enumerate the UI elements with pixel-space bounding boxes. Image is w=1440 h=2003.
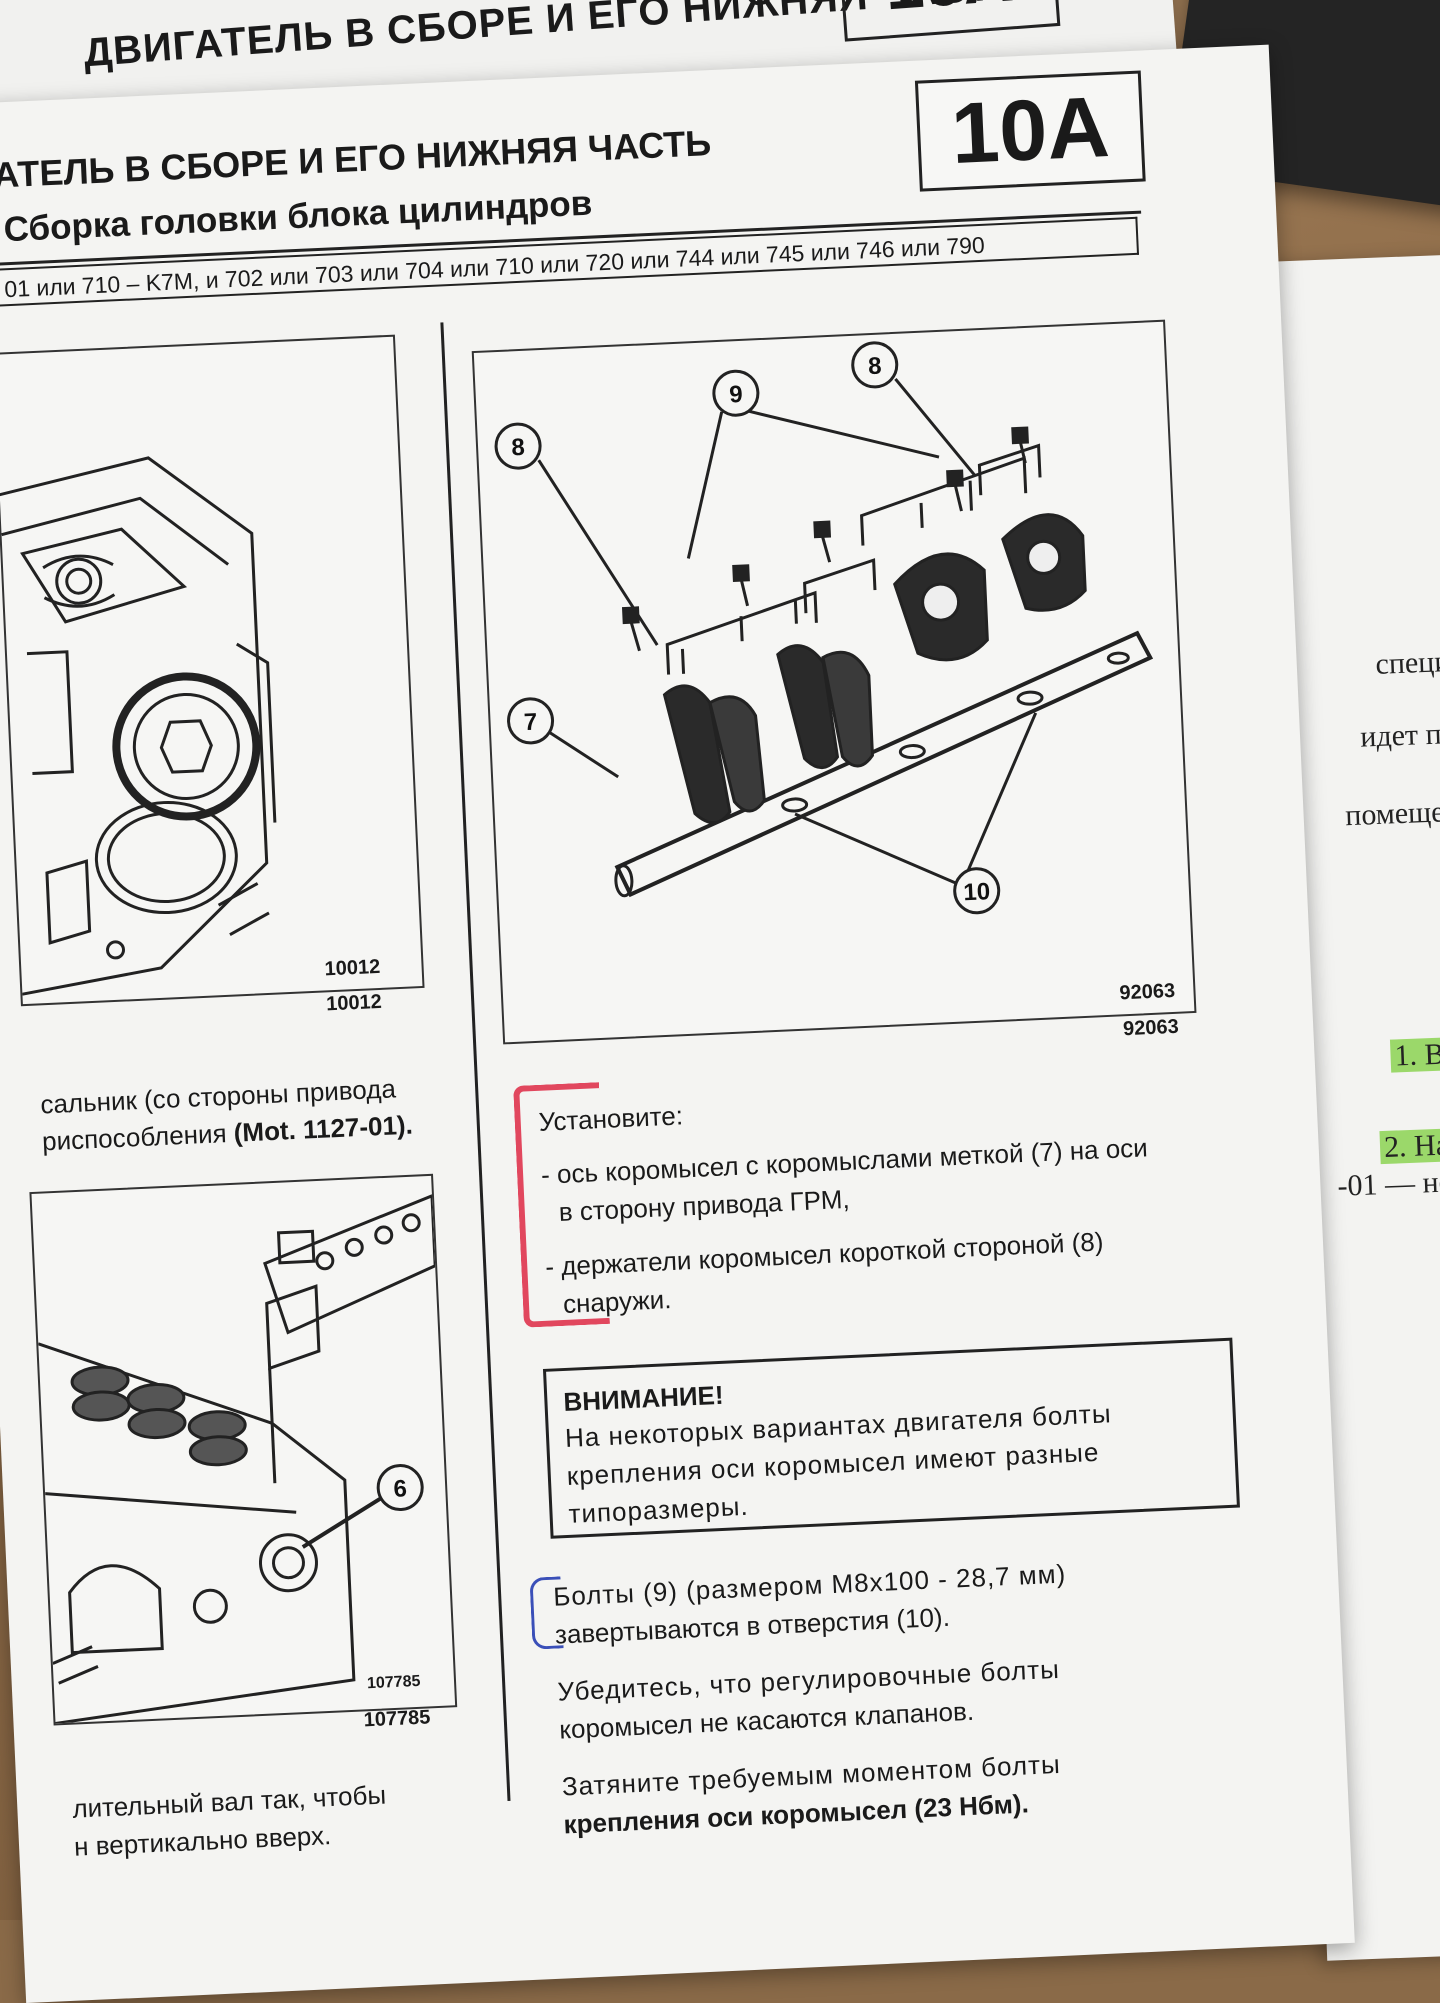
figure-rocker-shaft: 8 9 8 7 10 — [471, 319, 1197, 1045]
callout-8-right: 8 — [868, 353, 883, 381]
callout-7: 7 — [523, 709, 538, 737]
section-code: 10A — [949, 79, 1112, 183]
side-line: -01 — не — [1336, 1165, 1440, 1203]
figure-ref: 92063 — [1122, 1015, 1180, 1041]
side-line: специ — [1374, 645, 1440, 681]
callout-9: 9 — [729, 381, 744, 409]
cylinder-head-illustration — [0, 456, 277, 996]
figure-ref-small: 10012 — [324, 955, 381, 981]
side-line-highlight: 1. В — [1389, 1037, 1440, 1073]
install-item2-line1: - держатели коромысел короткой стороной … — [544, 1226, 1105, 1282]
callout-8-left: 8 — [511, 434, 526, 462]
page-title: АТЕЛЬ В СБОРЕ И ЕГО НИЖНЯЯ ЧАСТЬ — [0, 122, 713, 196]
side-line: помеще — [1344, 795, 1440, 833]
left-para2-line1: лительный вал так, чтобы — [71, 1779, 387, 1824]
callout-10: 10 — [963, 878, 991, 906]
side-line: идет п — [1359, 717, 1440, 754]
figure-ref-small: 107785 — [366, 1672, 421, 1693]
install-item2-line2: снаружи. — [562, 1284, 673, 1319]
side-line-highlight: 2. На — [1379, 1128, 1440, 1165]
install-heading: Установите: — [538, 1100, 684, 1137]
callout-6: 6 — [393, 1475, 408, 1503]
figure-cylinder-head-top — [0, 334, 425, 1007]
figure-ref: 10012 — [325, 990, 383, 1016]
section-code-box: 10A — [914, 70, 1146, 192]
camshaft-illustration: 6 — [37, 1193, 437, 1725]
rocker-shaft-illustration: 8 9 8 7 10 — [494, 341, 1154, 915]
figure-ref: 107785 — [363, 1706, 431, 1732]
figure-ref-small: 92063 — [1119, 979, 1176, 1005]
manual-page: АТЕЛЬ В СБОРЕ И ЕГО НИЖНЯЯ ЧАСТЬ Сборка … — [0, 44, 1355, 2003]
warning-box: ВНИМАНИЕ! На некоторых вариантах двигате… — [542, 1337, 1240, 1539]
back-page-section-code: 10A — [837, 0, 1061, 42]
figure-cylinder-head-bottom: 6 — [29, 1173, 458, 1726]
